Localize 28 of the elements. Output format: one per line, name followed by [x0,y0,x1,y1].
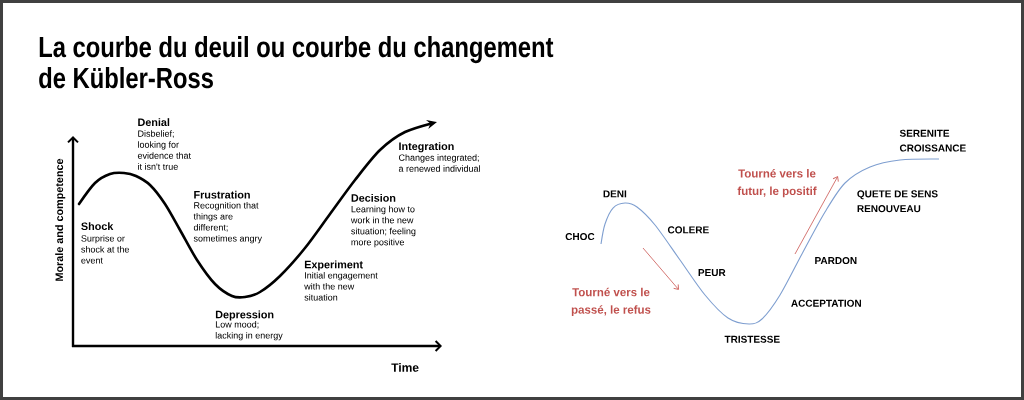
annotation: Tourné vers le passé, le refus [571,287,651,316]
stage-label: PARDON [815,257,857,265]
annotation: Tourné vers le futur, le positif [737,169,817,198]
stage-heading: Denial [138,118,170,127]
stage-label: SERENITE CROISSANCE [899,129,966,152]
stage-heading: Depression [215,310,274,321]
stage-heading: Integration [399,142,454,153]
stage-description: Initial engagement with the new situation [304,272,378,301]
stage-label: PEUR [698,269,726,277]
stage-description: Surprise or shock at the event [81,235,130,264]
stage-description: Changes integrated; a renewed individual [398,154,480,172]
stage-label: TRISTESSE [724,335,780,343]
axis-label: Time [391,363,419,372]
axis-label: Morale and competence [55,158,66,281]
stage-description: Learning how to work in the new situation; feeling more positive [350,205,416,248]
stage-label: QUETE DE SENS RENOUVEAU [857,190,938,213]
stage-description: Disbelief; looking for evidence that it isn't true [137,130,191,170]
stage-heading: Experiment [304,260,363,271]
stage-heading: Shock [81,222,114,231]
stage-label: COLERE [667,226,709,234]
stage-heading: Frustration [194,190,250,199]
stage-description: Recognition that things are different; sometimes angry [193,202,262,244]
stage-label: CHOC [565,233,595,241]
stage-label: ACCEPTATION [791,299,861,307]
stage-label: DENI [603,190,627,198]
stage-heading: Decision [351,193,396,202]
stage-description: Low mood; lacking in energy [215,321,283,341]
title: La courbe du deuil ou courbe du changement de Kübler-Ross [39,36,554,89]
